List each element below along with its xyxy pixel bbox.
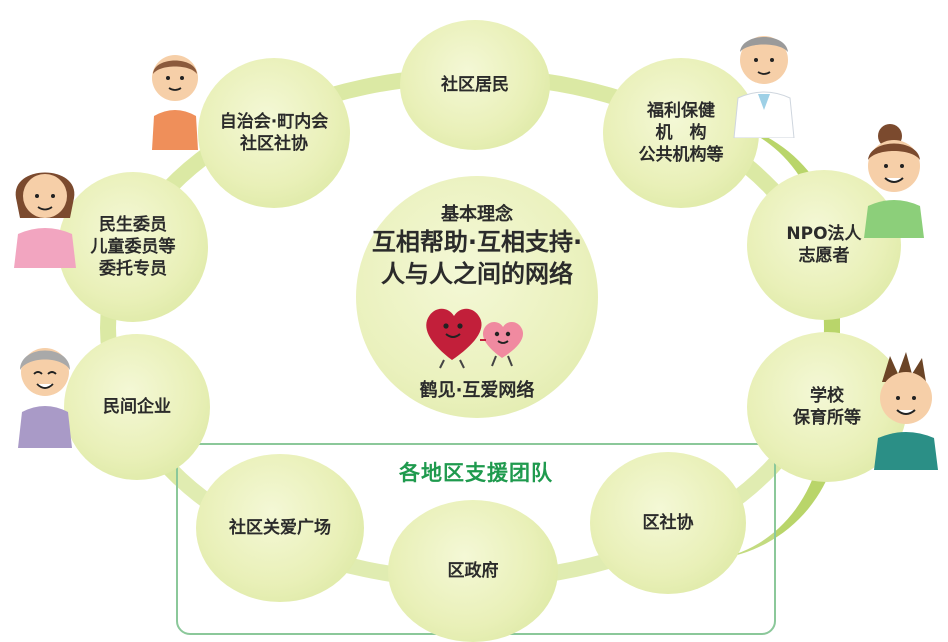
core-philosophy-circle: 基本理念 互相帮助·互相支持· 人与人之间的网络 鹤见·互爱网络 (356, 176, 598, 418)
person-icon (152, 55, 198, 150)
core-philosophy-subtitle: 基本理念 (441, 204, 513, 225)
person-icon (14, 172, 76, 268)
node-neighborhood: 自治会·町内会 社区社协 (198, 58, 350, 208)
node-school-label: 学校 保育所等 (793, 385, 861, 428)
node-neighborhood-label: 自治会·町内会 社区社协 (219, 111, 329, 154)
node-npo: NPO法人 志愿者 (747, 170, 901, 320)
node-district-council-label: 区社协 (642, 512, 694, 533)
node-private-companies-label: 民间企业 (103, 396, 171, 417)
node-commissioners-label: 民生委员 儿童委员等 委托专员 (90, 214, 176, 280)
node-district-council: 区社协 (590, 452, 746, 594)
support-group-label: 各地区支援团队 (399, 461, 553, 485)
node-private-companies: 民间企业 (64, 334, 210, 480)
node-ward-office-label: 区政府 (447, 560, 499, 581)
node-welfare: 福利保健 机 构 公共机构等 (603, 58, 759, 208)
person-icon (874, 352, 938, 470)
node-welfare-label: 福利保健 机 构 公共机构等 (638, 100, 724, 166)
core-philosophy-title: 互相帮助·互相支持· 人与人之间的网络 (371, 228, 583, 289)
heart-characters-icon (426, 308, 524, 369)
node-residents-label: 社区居民 (441, 74, 509, 95)
node-npo-label: NPO法人 志愿者 (786, 223, 862, 266)
network-name: 鹤见·互爱网络 (419, 380, 535, 401)
node-ward-office: 区政府 (388, 500, 558, 642)
node-care-plaza-label: 社区关爱广场 (229, 517, 331, 538)
person-icon (18, 348, 72, 448)
person-icon (733, 36, 795, 138)
node-care-plaza: 社区关爱广场 (196, 454, 364, 602)
node-residents: 社区居民 (400, 20, 550, 150)
person-icon (864, 124, 924, 238)
node-commissioners: 民生委员 儿童委员等 委托专员 (58, 172, 208, 322)
